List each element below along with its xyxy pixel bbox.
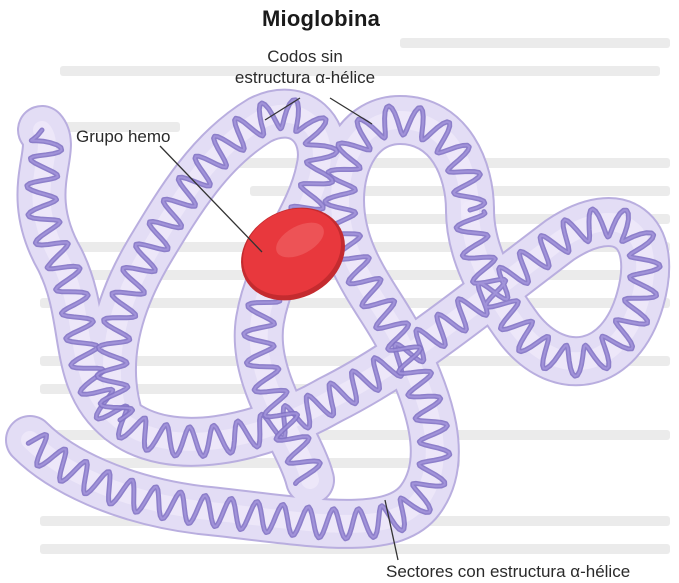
label-codos-line1: Codos sin bbox=[205, 46, 405, 67]
diagram-title: Mioglobina bbox=[262, 6, 380, 32]
label-codos: Codos sin estructura α-hélice bbox=[205, 46, 405, 88]
label-grupo-hemo: Grupo hemo bbox=[76, 126, 171, 147]
label-codos-line2: estructura α-hélice bbox=[205, 67, 405, 88]
label-sectores: Sectores con estructura α-hélice bbox=[386, 561, 630, 582]
